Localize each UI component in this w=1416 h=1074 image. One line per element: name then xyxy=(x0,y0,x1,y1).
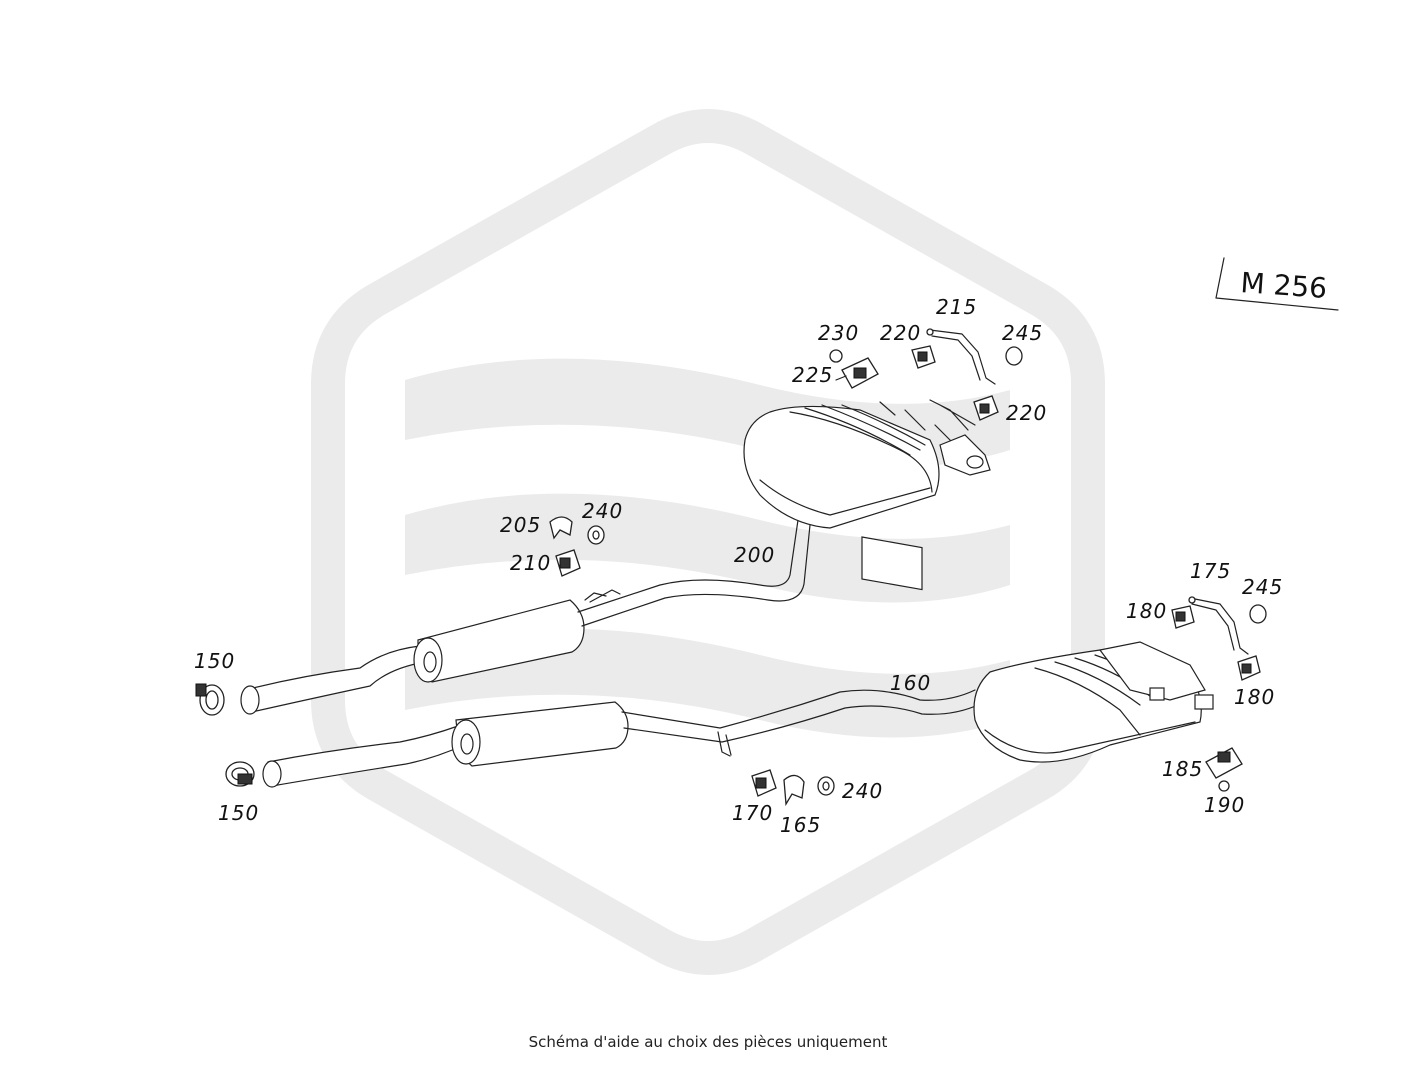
part-180-mount-lower[interactable] xyxy=(1237,655,1261,681)
part-185-sensor[interactable] xyxy=(1205,747,1243,779)
part-150-clamp-lower[interactable] xyxy=(225,761,255,787)
engine-code: M 256 xyxy=(1240,266,1329,305)
callout-240-upper[interactable]: 240 xyxy=(582,499,623,523)
watermark-logo xyxy=(311,109,1105,975)
part-240-nut-lower[interactable] xyxy=(817,776,835,796)
callout-180-upper[interactable]: 180 xyxy=(1126,599,1167,623)
callout-215[interactable]: 215 xyxy=(936,295,977,319)
part-220-mount-lower[interactable] xyxy=(973,395,999,421)
part-150-clamp-upper[interactable] xyxy=(195,683,225,716)
footer-note: Schéma d'aide au choix des pièces unique… xyxy=(528,1033,888,1051)
callout-160[interactable]: 160 xyxy=(890,671,931,695)
part-215-bracket[interactable] xyxy=(926,328,996,385)
part-240-nut-upper[interactable] xyxy=(587,525,605,545)
callout-175[interactable]: 175 xyxy=(1190,559,1231,583)
callout-240-lower[interactable]: 240 xyxy=(842,779,883,803)
part-160-rear-muffler-lower[interactable] xyxy=(973,641,1214,763)
callout-220-upper[interactable]: 220 xyxy=(880,321,921,345)
callout-185[interactable]: 185 xyxy=(1162,757,1203,781)
callout-245-lower[interactable]: 245 xyxy=(1242,575,1283,599)
engine-label: M 256 xyxy=(1215,257,1339,311)
part-245-nut-lower[interactable] xyxy=(1249,604,1267,624)
callout-230[interactable]: 230 xyxy=(818,321,859,345)
callout-165[interactable]: 165 xyxy=(780,813,821,837)
part-170-rubber-mount[interactable] xyxy=(751,769,777,797)
callout-200[interactable]: 200 xyxy=(734,543,775,567)
part-225-sensor[interactable] xyxy=(835,357,879,389)
part-205-bracket[interactable] xyxy=(549,516,573,540)
callout-225[interactable]: 225 xyxy=(792,363,833,387)
callout-170[interactable]: 170 xyxy=(732,801,773,825)
callout-245-upper[interactable]: 245 xyxy=(1002,321,1043,345)
part-180-mount-upper[interactable] xyxy=(1171,605,1195,629)
callout-210[interactable]: 210 xyxy=(510,551,551,575)
callout-150-lower[interactable]: 150 xyxy=(218,801,259,825)
part-175-bracket[interactable] xyxy=(1188,596,1249,655)
part-200-rear-muffler-upper[interactable] xyxy=(743,399,991,591)
part-165-bracket[interactable] xyxy=(783,774,805,807)
part-190-nut[interactable] xyxy=(1218,780,1230,792)
callout-190[interactable]: 190 xyxy=(1204,793,1245,817)
callout-220-lower[interactable]: 220 xyxy=(1006,401,1047,425)
part-210-rubber-mount[interactable] xyxy=(555,549,581,577)
part-245-nut-upper[interactable] xyxy=(1005,346,1023,366)
part-230-nut[interactable] xyxy=(829,349,843,363)
callout-labels: 150 150 160 165 170 175 180 180 185 190 … xyxy=(194,295,1283,837)
callout-205[interactable]: 205 xyxy=(500,513,541,537)
callout-150-upper[interactable]: 150 xyxy=(194,649,235,673)
part-160-pipe-lower[interactable] xyxy=(262,689,981,788)
part-220-mount-upper[interactable] xyxy=(911,345,936,369)
callout-180-lower[interactable]: 180 xyxy=(1234,685,1275,709)
